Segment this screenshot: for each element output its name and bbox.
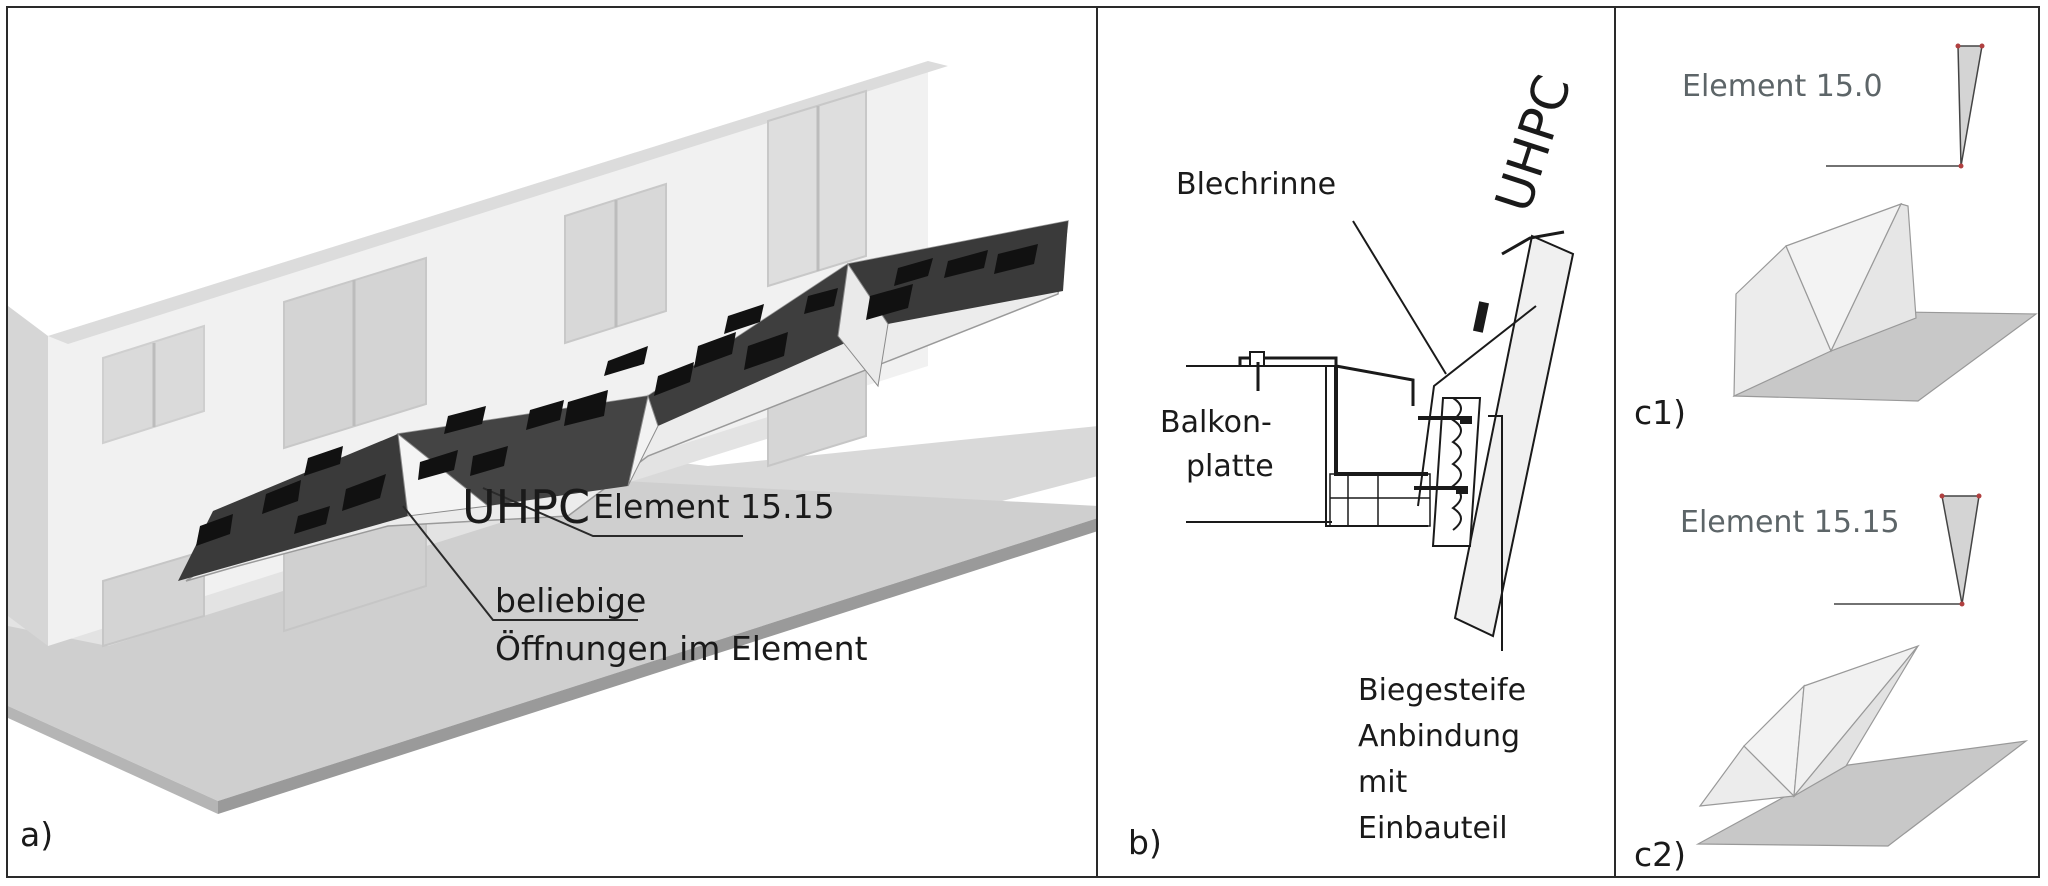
- balkonplatte-line1: Balkon-: [1160, 405, 1272, 440]
- element-15-15-label: Element 15.15: [1680, 505, 1900, 540]
- panel-letter-a: a): [20, 815, 54, 854]
- panel-letter-c2: c2): [1634, 835, 1687, 874]
- panel-letter-c1: c1): [1634, 393, 1687, 432]
- anbindung-line3: mit: [1358, 765, 1408, 800]
- leader-line-openings: [402, 505, 638, 621]
- element-label-a: Element 15.15: [593, 487, 835, 526]
- panel-b: UHPC Blechrinne Balkon- platte Biegestei…: [1098, 6, 1614, 878]
- canopy-dark-face: [178, 434, 408, 581]
- openings-label-line1: beliebige: [495, 581, 647, 620]
- figure-frame: [6, 6, 2040, 878]
- balkonplatte-line2: platte: [1186, 449, 1274, 484]
- facade-illustration: [8, 61, 1096, 814]
- panel-a: UHPC Element 15.15 beliebige Öffnungen i…: [8, 6, 1096, 878]
- fold-variants: [1695, 43, 2038, 847]
- panel-c: Element 15.0 c1) Element 15.15 c2): [1616, 6, 2040, 878]
- panel-letter-b: b): [1128, 823, 1162, 862]
- uhpc-element-section: [1453, 234, 1575, 638]
- canopy-dark-face: [398, 396, 648, 506]
- anbindung-line2: Anbindung: [1358, 719, 1521, 754]
- element-15-15-icon: [1941, 495, 1980, 605]
- element-15-0-icon: [1957, 45, 1983, 167]
- openings-label-line2: Öffnungen im Element: [495, 629, 868, 668]
- divider-b-c: [1614, 6, 1616, 878]
- anbindung-line4: Einbauteil: [1358, 811, 1508, 846]
- leader-blechrinne: [1352, 220, 1447, 375]
- window: [102, 549, 205, 648]
- element-15-0-label: Element 15.0: [1682, 69, 1883, 104]
- connection-detail: [1186, 220, 1575, 651]
- blechrinne-label: Blechrinne: [1176, 167, 1337, 202]
- divider-a-b: [1096, 6, 1098, 878]
- anbindung-line1: Biegesteife: [1358, 673, 1527, 708]
- uhpc-label-a: UHPC: [462, 480, 591, 534]
- leader-line-uhpc: [482, 487, 743, 537]
